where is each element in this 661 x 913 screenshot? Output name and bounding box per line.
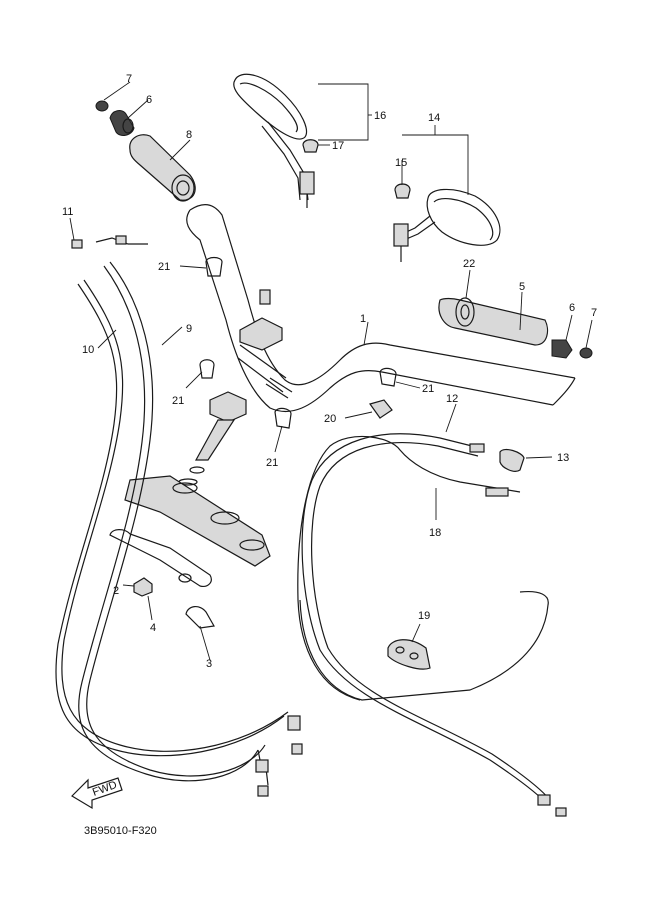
left-mirror <box>233 73 315 208</box>
callout-12: 12 <box>446 393 458 405</box>
callout-22: 22 <box>463 258 475 270</box>
callout-3: 3 <box>206 658 212 670</box>
callout-4: 4 <box>150 622 156 634</box>
callout-13: 13 <box>557 452 569 464</box>
throttle-cable <box>55 235 303 797</box>
wire-clamp <box>199 256 397 429</box>
callout-11: 11 <box>62 206 73 218</box>
callout-6-left: 6 <box>146 94 152 106</box>
callout-21-c: 21 <box>422 383 434 395</box>
right-mirror-boot <box>394 183 411 199</box>
lower-handlebar-holder <box>178 391 247 486</box>
callout-18: 18 <box>429 527 441 539</box>
left-bar-end-weight <box>109 110 135 136</box>
callout-labels: 1 2 3 4 5 6 6 7 7 8 9 10 11 12 13 14 15 … <box>62 73 597 670</box>
callout-7-right: 7 <box>591 307 597 319</box>
drawing-code: 3B95010-F320 <box>84 825 157 837</box>
callout-6-right: 6 <box>569 302 575 314</box>
callout-15: 15 <box>395 157 407 169</box>
right-grip <box>438 297 549 346</box>
left-bar-end-screw <box>95 100 109 112</box>
left-grip <box>129 134 196 202</box>
callout-19: 19 <box>418 610 430 622</box>
cable-holder <box>387 639 431 670</box>
callout-7-left: 7 <box>126 73 132 85</box>
nut <box>133 577 153 597</box>
callout-14: 14 <box>428 112 440 124</box>
callout-1: 1 <box>360 313 366 325</box>
right-bar-end-weight <box>551 339 573 359</box>
callout-16: 16 <box>374 110 386 122</box>
callout-20: 20 <box>324 413 336 425</box>
callout-21-b: 21 <box>172 395 184 407</box>
callout-10: 10 <box>82 344 94 356</box>
right-mirror <box>393 188 501 262</box>
cable-adjuster <box>499 448 525 472</box>
callout-2: 2 <box>113 585 119 597</box>
upper-bracket <box>124 475 271 567</box>
callout-21-a: 21 <box>158 261 170 273</box>
callout-17: 17 <box>332 140 344 152</box>
clutch-cable <box>297 433 567 817</box>
right-bar-end-screw <box>579 347 593 359</box>
fwd-arrow: FWD <box>71 777 123 810</box>
callout-21-d: 21 <box>266 457 278 469</box>
leader-lines <box>69 81 593 661</box>
cable-clamp <box>185 606 215 629</box>
callout-9: 9 <box>186 323 192 335</box>
left-mirror-boot <box>302 139 319 153</box>
cable-guide-plate <box>109 529 212 587</box>
callout-8: 8 <box>186 129 192 141</box>
upper-handlebar-holder <box>239 289 283 351</box>
handlebar <box>186 203 576 413</box>
callout-5: 5 <box>519 281 525 293</box>
